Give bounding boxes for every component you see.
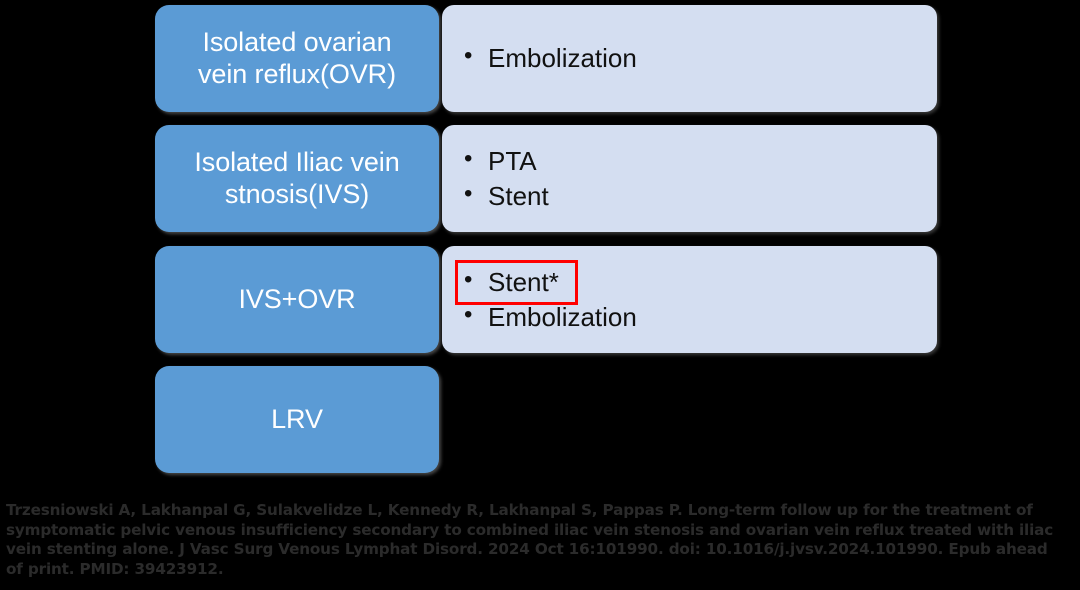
list-item: Stent — [460, 178, 937, 214]
treatment-label-highlighted[interactable]: Stent* — [455, 259, 578, 305]
list-item: Embolization — [460, 299, 937, 335]
treatment-label[interactable]: Embolization — [460, 40, 637, 76]
treatment-list: PTA Stent — [460, 143, 937, 214]
category-label: IVS+OVR — [238, 283, 356, 314]
treatment-panel[interactable]: Stent* Embolization — [442, 246, 937, 353]
citation-text: Trzesniowski A, Lakhanpal G, Sulakvelidz… — [6, 501, 1054, 578]
category-box-ivs-plus-ovr[interactable]: IVS+OVR — [155, 246, 439, 353]
category-box-lrv[interactable]: LRV — [155, 366, 439, 473]
list-item: Embolization — [460, 40, 937, 76]
diagram-row: Isolated ovarian vein reflux(OVR) Emboli… — [155, 5, 937, 112]
diagram-row: Isolated Iliac vein stnosis(IVS) PTA Ste… — [155, 125, 937, 232]
category-box-isolated-iliac-vein-stenosis[interactable]: Isolated Iliac vein stnosis(IVS) — [155, 125, 439, 232]
category-label: Isolated Iliac vein stnosis(IVS) — [194, 147, 400, 209]
list-item: PTA — [460, 143, 937, 179]
diagram-row: IVS+OVR Stent* Embolization — [155, 246, 937, 353]
treatment-panel[interactable]: Embolization — [442, 5, 937, 112]
category-box-isolated-ovarian-vein-reflux[interactable]: Isolated ovarian vein reflux(OVR) — [155, 5, 439, 112]
category-label: LRV — [271, 403, 323, 434]
treatment-panel[interactable]: PTA Stent — [442, 125, 937, 232]
list-item: Stent* — [455, 259, 937, 305]
treatment-label[interactable]: Embolization — [460, 299, 637, 335]
treatment-label[interactable]: Stent — [460, 178, 549, 214]
treatment-list: Embolization — [460, 40, 937, 76]
category-label: Isolated ovarian vein reflux(OVR) — [198, 27, 396, 89]
treatment-label[interactable]: PTA — [460, 143, 537, 179]
treatment-list: Stent* Embolization — [455, 259, 937, 335]
diagram-row: LRV — [155, 366, 937, 473]
